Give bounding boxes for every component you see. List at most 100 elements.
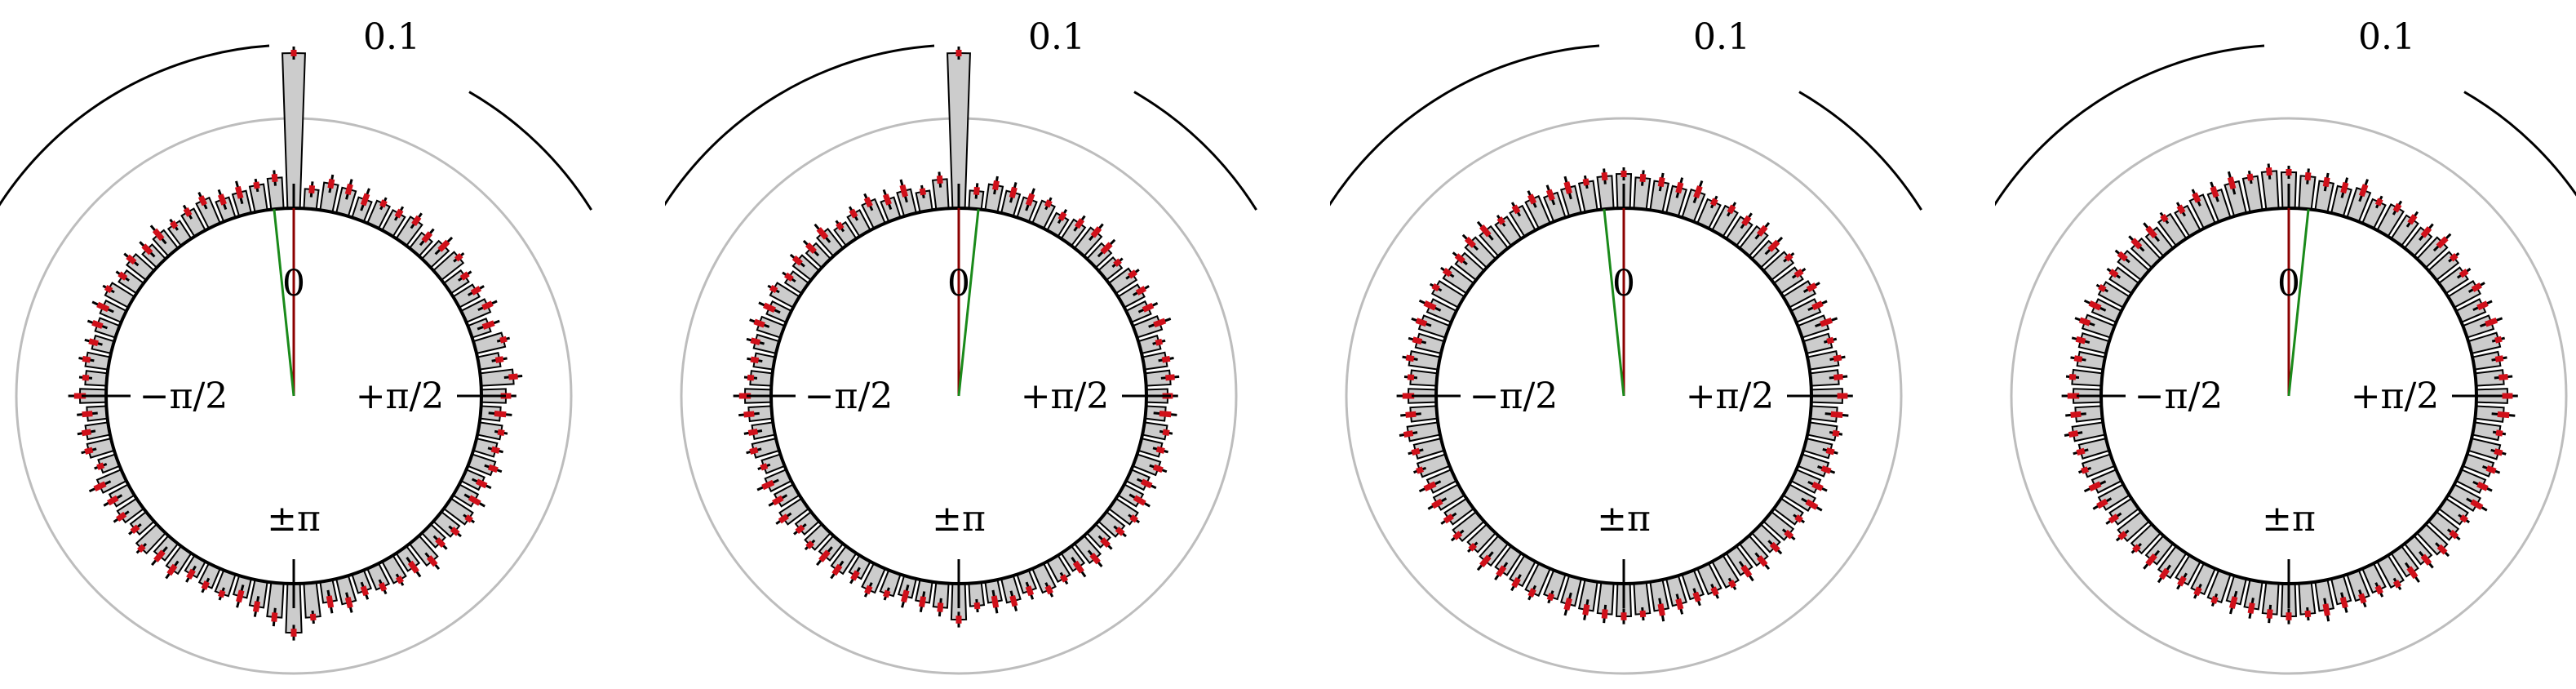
error-box — [1025, 585, 1035, 597]
error-box — [344, 596, 353, 609]
error-box — [1756, 224, 1768, 237]
error-box — [1025, 193, 1035, 207]
error-box — [1415, 318, 1428, 327]
error-box — [497, 429, 505, 436]
angle-label-left: −π/2 — [140, 376, 228, 417]
error-box — [1431, 498, 1443, 509]
error-box — [93, 481, 107, 491]
error-box — [2076, 447, 2086, 456]
angle-label-bottom: ±π — [267, 498, 321, 540]
error-box — [197, 195, 207, 207]
error-box — [411, 215, 422, 226]
error-box — [1825, 447, 1835, 456]
error-box — [2322, 176, 2330, 188]
panel-4: 0.1 0 +π/2 −π/2 ±π — [1995, 0, 2576, 689]
error-box — [126, 254, 137, 265]
outer-ring — [1345, 117, 1903, 675]
error-box — [783, 272, 794, 282]
error-box — [1820, 465, 1832, 474]
error-box — [494, 356, 504, 363]
error-box — [2471, 282, 2482, 292]
error-box — [499, 336, 508, 344]
error-box — [2176, 204, 2186, 215]
angle-label-left: −π/2 — [805, 376, 893, 417]
error-box — [1546, 593, 1555, 602]
histogram-bar — [1806, 421, 1838, 442]
error-box — [899, 184, 908, 198]
error-box — [1479, 554, 1492, 568]
zero-label: 0 — [1612, 263, 1635, 304]
error-box — [152, 228, 165, 242]
error-box — [1793, 269, 1804, 278]
error-box — [1527, 588, 1536, 598]
error-box — [1563, 181, 1572, 194]
error-box — [508, 373, 518, 380]
error-box — [2193, 586, 2202, 597]
outer-ring — [2010, 117, 2568, 675]
error-box — [201, 580, 211, 590]
error-box — [772, 495, 784, 506]
error-box — [2228, 596, 2238, 609]
error-box — [1155, 446, 1165, 454]
panel-2: 0.1 0 +π/2 −π/2 ±π — [665, 0, 1301, 689]
angle-label-right: +π/2 — [2351, 376, 2440, 417]
error-box — [1159, 411, 1172, 418]
error-box — [2420, 226, 2432, 238]
error-box — [153, 549, 166, 562]
error-box — [1416, 466, 1424, 474]
error-box — [2449, 253, 2459, 262]
error-box — [1692, 591, 1701, 602]
error-box — [183, 207, 193, 217]
error-box — [2160, 213, 2169, 223]
error-box — [2485, 465, 2497, 474]
error-box — [1072, 560, 1084, 574]
error-box — [344, 183, 353, 196]
histogram-bar — [2241, 175, 2263, 214]
error-box — [1044, 585, 1053, 595]
error-box — [1511, 577, 1521, 589]
error-box — [1657, 603, 1665, 616]
error-box — [1740, 564, 1753, 578]
error-box — [218, 589, 226, 598]
error-box — [1443, 513, 1454, 524]
error-box — [490, 446, 500, 454]
mean-direction-line — [957, 209, 980, 397]
mean-direction-line — [2287, 209, 2310, 397]
error-box — [761, 479, 775, 491]
error-box — [2068, 373, 2077, 380]
error-box — [379, 199, 388, 208]
error-box — [487, 464, 499, 473]
error-box — [1527, 193, 1537, 205]
error-box — [1405, 354, 1415, 362]
range-arc — [0, 44, 592, 211]
error-box — [459, 271, 470, 281]
error-box — [2145, 225, 2157, 239]
error-box — [2132, 544, 2141, 553]
error-box — [96, 462, 105, 470]
error-box — [2227, 176, 2237, 190]
error-box — [2498, 374, 2508, 380]
error-box — [394, 208, 404, 219]
error-box — [1454, 253, 1465, 264]
error-box — [82, 374, 90, 381]
panel-3: 0.1 0 +π/2 −π/2 ±π — [1330, 0, 1966, 689]
error-box — [2108, 513, 2119, 524]
error-box — [360, 193, 370, 207]
error-box — [1811, 300, 1824, 311]
error-box — [91, 319, 104, 329]
error-box — [166, 563, 178, 576]
error-box — [1811, 481, 1824, 491]
error-box — [378, 581, 388, 592]
error-box — [1423, 300, 1437, 311]
error-box — [1452, 531, 1463, 540]
error-box — [883, 589, 891, 598]
error-box — [1601, 171, 1608, 181]
error-box — [2145, 553, 2157, 567]
error-box — [141, 243, 153, 256]
error-box — [81, 429, 92, 437]
error-box — [2075, 336, 2086, 344]
range-label: 0.1 — [363, 16, 420, 58]
error-box — [2436, 544, 2448, 555]
error-box — [450, 527, 460, 536]
error-box — [2459, 269, 2469, 278]
